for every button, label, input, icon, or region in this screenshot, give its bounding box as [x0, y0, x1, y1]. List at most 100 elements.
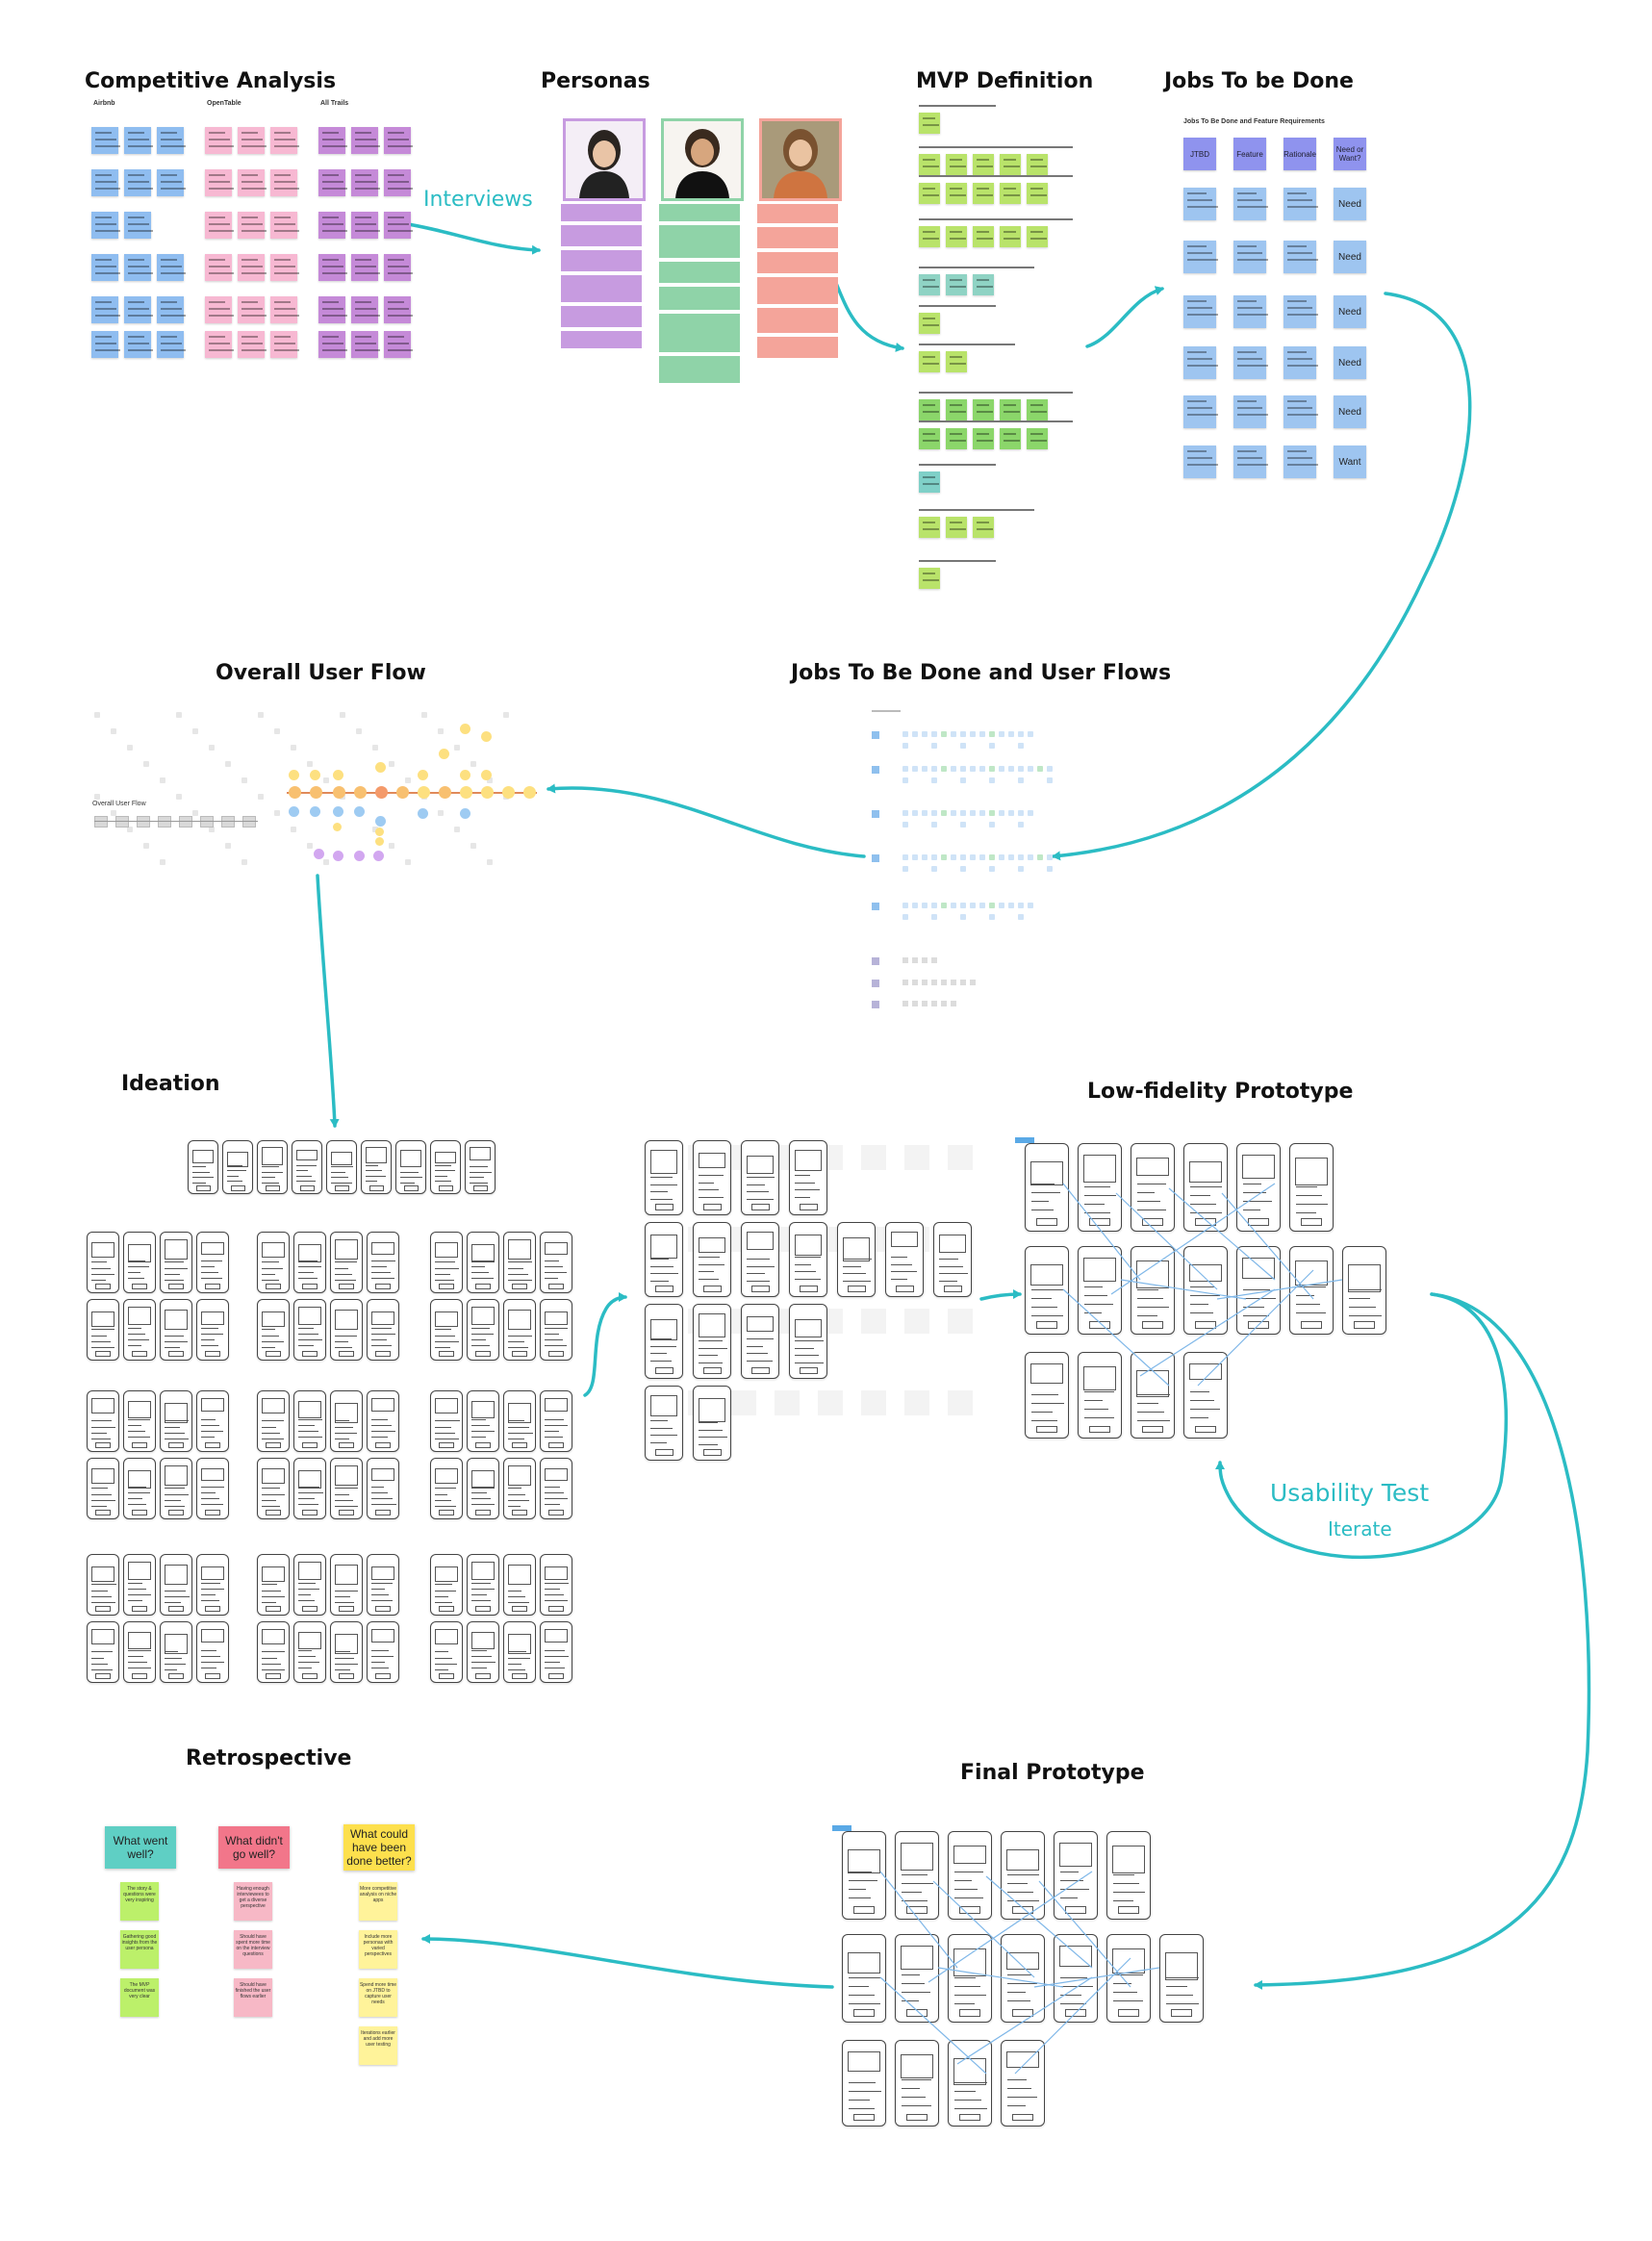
competitive-sticky [238, 254, 267, 281]
sketch-text-line [508, 1279, 532, 1281]
sketch-text-line [1084, 1416, 1114, 1418]
mvp-sticky [973, 274, 994, 295]
sketch-button-box [403, 1185, 419, 1191]
sketch-button-box [512, 1673, 527, 1680]
prototype-connector [1038, 1880, 1131, 1988]
wireframe-sketch [467, 1554, 499, 1616]
jtbd-need-sticky: Need [1334, 395, 1366, 428]
wireframe-sketch [540, 1458, 572, 1519]
wireframe-sketch [430, 1140, 461, 1194]
sketch-button-box [895, 1286, 914, 1292]
wireframe-sketch [160, 1299, 192, 1361]
retro-went-well-note: The story & questions were very inspirin… [120, 1882, 159, 1921]
wireframe-sketch [503, 1458, 536, 1519]
flow-faint-node [356, 728, 362, 734]
sketch-button-box [853, 2113, 875, 2121]
sketch-image-box [297, 1307, 322, 1325]
sketch-image-box [698, 1237, 726, 1253]
competitive-sticky [124, 296, 154, 323]
wireframe-sketch [123, 1621, 156, 1683]
sketch-text-line [471, 1655, 492, 1657]
wireframe-sketch [1106, 1934, 1151, 2023]
sketch-text-line [1113, 1900, 1134, 1902]
wireframe-sketch [1001, 1831, 1045, 1920]
mvp-question-line [919, 146, 1073, 148]
jtbd-flow-node [989, 743, 995, 749]
competitive-sticky [270, 254, 300, 281]
jtbd-flow-node [1008, 854, 1014, 860]
sketch-text-line [335, 1267, 348, 1269]
sketch-button-box [95, 1442, 111, 1449]
sketch-text-line [298, 1424, 315, 1426]
sketch-image-box [226, 1151, 249, 1167]
wireframe-sketch [503, 1232, 536, 1293]
flow-faint-node [258, 794, 264, 800]
sketch-text-line [508, 1590, 521, 1592]
sketch-text-line [262, 1171, 284, 1173]
sketch-image-box [507, 1634, 532, 1654]
sketch-text-line [471, 1497, 491, 1499]
flow-node [460, 724, 470, 734]
sketch-text-line [849, 2107, 876, 2109]
sketch-text-line [1084, 1391, 1114, 1393]
sketch-text-line [128, 1418, 150, 1420]
flow-node [481, 731, 492, 742]
sketch-text-line [165, 1329, 181, 1331]
arrow-middle-to-lowfi [979, 1289, 1022, 1301]
sketch-text-line [91, 1335, 107, 1337]
sketch-text-line [545, 1333, 559, 1335]
sketch-button-box [132, 1606, 147, 1613]
sketch-button-box [943, 1286, 962, 1292]
jtbd-flow-node [1018, 731, 1024, 737]
arrow-final-to-retro [421, 1934, 834, 1989]
persona-detail-card [659, 356, 740, 383]
sketch-text-line [201, 1661, 225, 1663]
flow-node [289, 806, 299, 817]
sketch-text-line [650, 1265, 674, 1267]
sketch-button-box [266, 1284, 281, 1290]
retro-went-well-note: The MVP document was very clear [120, 1978, 159, 2017]
sketch-text-line [371, 1486, 385, 1488]
jtbd-flow-node [922, 903, 928, 908]
sketch-button-box [475, 1284, 491, 1290]
jtbd-flow-node [941, 854, 947, 860]
sketch-text-line [699, 1196, 724, 1198]
sketch-text-line [201, 1271, 218, 1273]
sketch-image-box [1242, 1154, 1275, 1180]
sketch-text-line [1190, 1186, 1223, 1188]
sketch-text-line [298, 1661, 320, 1663]
flow-faint-node [307, 761, 313, 767]
sketch-button-box [1012, 2113, 1033, 2121]
sketch-image-box [544, 1398, 569, 1412]
sketch-text-line [335, 1279, 357, 1281]
wireframe-sketch [693, 1140, 731, 1215]
sketch-image-box [746, 1316, 775, 1332]
mvp-sticky [919, 313, 940, 334]
jtbd-flow-node [931, 743, 937, 749]
sketch-button-box [959, 2113, 980, 2121]
sketch-button-box [339, 1351, 354, 1358]
sketch-text-line [699, 1355, 718, 1357]
mvp-sticky [919, 471, 940, 493]
sketch-image-box [848, 2050, 880, 2072]
sketch-text-line [165, 1493, 190, 1495]
flow-faint-node [209, 827, 215, 832]
sketch-text-line [650, 1427, 673, 1429]
flow-node [354, 851, 365, 861]
sketch-button-box [375, 1606, 391, 1613]
sketch-text-line [128, 1504, 146, 1506]
wireframe-sketch [1342, 1246, 1386, 1335]
competitive-sticky [205, 331, 235, 358]
prototype-connector [1168, 1187, 1276, 1281]
sketch-text-line [201, 1504, 224, 1506]
sketch-button-box [1089, 1218, 1110, 1226]
jtbd-flow-node [960, 810, 966, 816]
sketch-text-line [128, 1278, 145, 1280]
sketch-image-box [507, 1239, 532, 1261]
sketch-button-box [1248, 1218, 1269, 1226]
sketch-image-box [1112, 1846, 1145, 1874]
sketch-button-box [369, 1185, 384, 1191]
sketch-text-line [298, 1600, 316, 1602]
jobs-to-be-done-title: Jobs To be Done [1164, 69, 1354, 93]
